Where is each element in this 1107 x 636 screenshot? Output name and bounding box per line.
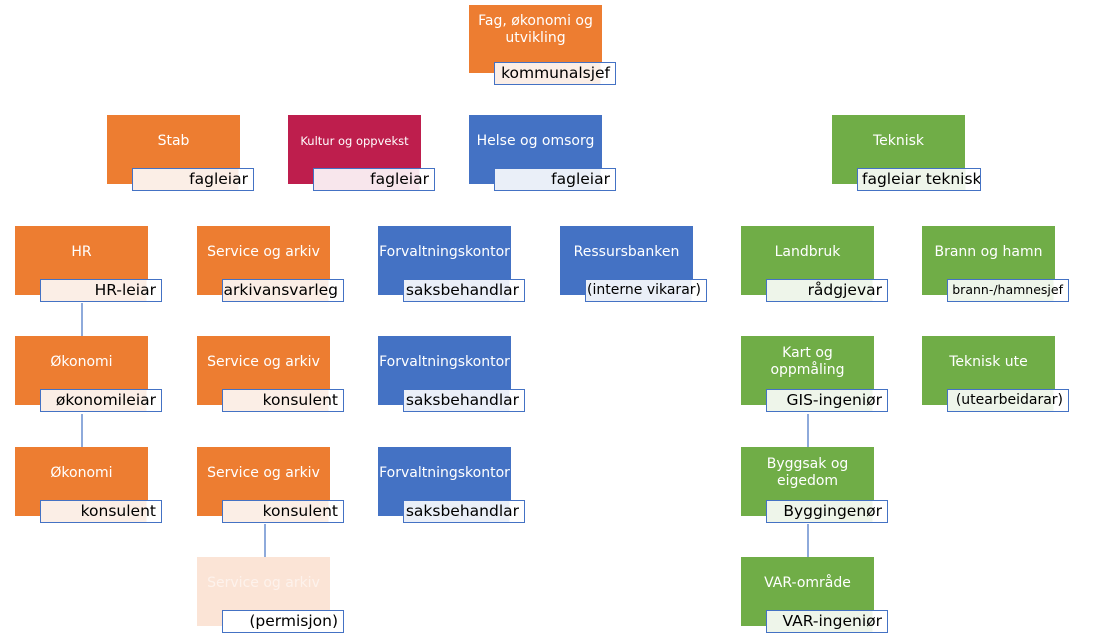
node-teknisk-ute[interactable]: Teknisk ute (utearbeidarar) (922, 336, 1069, 412)
node-forvaltningskontor-2[interactable]: Forvaltningskontor saksbehandlar (378, 336, 525, 412)
node-ressursbanken[interactable]: Ressursbanken (interne vikarar) (560, 226, 707, 302)
node-role: arkivansvarleg (222, 279, 344, 302)
node-title: Service og arkiv (207, 574, 320, 591)
node-role: brann-/hamnesjef (947, 279, 1069, 302)
node-title: Kultur og oppvekst (300, 133, 409, 148)
node-teknisk[interactable]: Teknisk fagleiar teknisk (832, 115, 981, 191)
node-landbruk[interactable]: Landbruk rådgjevar (741, 226, 888, 302)
node-title: Forvaltningskontor (379, 464, 510, 481)
connector-byggsak-var (807, 524, 809, 558)
node-title: Økonomi (50, 464, 113, 481)
node-title: Kart og oppmåling (770, 345, 845, 378)
node-service-arkiv-permisjon[interactable]: Service og arkiv (permisjon) (197, 557, 344, 633)
node-okonomi-konsulent[interactable]: Økonomi konsulent (15, 447, 162, 523)
node-stab[interactable]: Stab fagleiar (107, 115, 254, 191)
node-role: (utearbeidarar) (947, 389, 1069, 412)
node-role: (interne vikarar) (585, 279, 707, 302)
node-okonomi-leiar[interactable]: Økonomi økonomileiar (15, 336, 162, 412)
node-role: saksbehandlar (403, 500, 525, 523)
node-role: saksbehandlar (403, 279, 525, 302)
node-title: Landbruk (774, 243, 841, 260)
node-title: Forvaltningskontor (379, 243, 510, 260)
node-title: Helse og omsorg (476, 132, 595, 149)
node-fag-okonomi-utvikling[interactable]: Fag, økonomi og utvikling kommunalsjef (469, 5, 616, 85)
node-role: fagleiar (313, 168, 435, 191)
node-byggsak-eigedom[interactable]: Byggsak og eigedom Byggingenør (741, 447, 888, 523)
node-title: Teknisk (872, 132, 925, 149)
node-brann-hamn[interactable]: Brann og hamn brann-/hamnesjef (922, 226, 1069, 302)
node-forvaltningskontor-3[interactable]: Forvaltningskontor saksbehandlar (378, 447, 525, 523)
node-role: fagleiar (132, 168, 254, 191)
node-var-omrade[interactable]: VAR-område VAR-ingeniør (741, 557, 888, 633)
node-title: HR (71, 243, 92, 260)
node-title: Stab (157, 132, 190, 149)
node-role: GIS-ingeniør (766, 389, 888, 412)
node-title: Brann og hamn (934, 243, 1043, 260)
node-service-arkiv-3[interactable]: Service og arkiv konsulent (197, 447, 344, 523)
node-role: fagleiar (494, 168, 616, 191)
node-role: (permisjon) (222, 610, 344, 633)
node-title: Økonomi (50, 353, 113, 370)
node-title: Service og arkiv (207, 464, 320, 481)
node-title: Teknisk ute (949, 353, 1028, 370)
node-helse-omsorg[interactable]: Helse og omsorg fagleiar (469, 115, 616, 191)
node-role: fagleiar teknisk (857, 168, 981, 191)
node-forvaltningskontor-1[interactable]: Forvaltningskontor saksbehandlar (378, 226, 525, 302)
node-title: Ressursbanken (573, 243, 680, 260)
node-role: konsulent (222, 389, 344, 412)
node-role: kommunalsjef (494, 62, 616, 85)
node-role: rådgjevar (766, 279, 888, 302)
node-title: Forvaltningskontor (379, 353, 510, 370)
node-role: økonomileiar (40, 389, 162, 412)
node-kultur-oppvekst[interactable]: Kultur og oppvekst fagleiar (288, 115, 435, 191)
node-kart-oppmaling[interactable]: Kart og oppmåling GIS-ingeniør (741, 336, 888, 412)
connector-hr-okonomi (81, 303, 83, 337)
connector-kart-byggsak (807, 414, 809, 448)
node-title: Service og arkiv (207, 353, 320, 370)
node-role: VAR-ingeniør (766, 610, 888, 633)
node-service-arkiv-1[interactable]: Service og arkiv arkivansvarleg (197, 226, 344, 302)
node-role: konsulent (40, 500, 162, 523)
node-title: Fag, økonomi og utvikling (478, 13, 593, 46)
node-role: Byggingenør (766, 500, 888, 523)
connector-okonomi-okonomi (81, 414, 83, 448)
node-role: HR-leiar (40, 279, 162, 302)
connector-service-permisjon (264, 524, 266, 558)
node-role: konsulent (222, 500, 344, 523)
node-role: saksbehandlar (403, 389, 525, 412)
node-title: Service og arkiv (207, 243, 320, 260)
node-title: VAR-område (764, 574, 851, 591)
node-service-arkiv-2[interactable]: Service og arkiv konsulent (197, 336, 344, 412)
node-hr[interactable]: HR HR-leiar (15, 226, 162, 302)
node-title: Byggsak og eigedom (766, 456, 849, 489)
